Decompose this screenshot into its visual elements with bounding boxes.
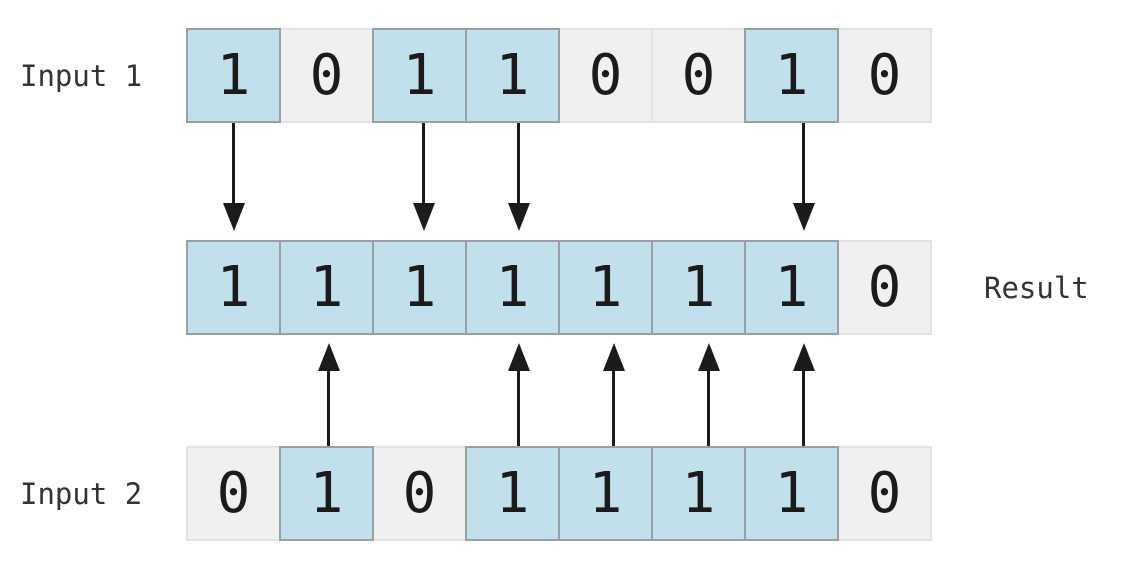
- arrowhead-up: [602, 343, 625, 371]
- arrow-shaft: [422, 123, 425, 203]
- bit-cell: 0: [651, 28, 746, 123]
- arrow-shaft: [232, 123, 235, 203]
- bit-cell: 1: [465, 446, 560, 541]
- up-arrow-icon: [507, 343, 530, 446]
- bit-cell: 1: [372, 240, 467, 335]
- arrowhead-up: [697, 343, 720, 371]
- arrow-shaft: [612, 371, 615, 446]
- up-arrow-icon: [317, 343, 340, 446]
- bit-cell: 0: [558, 28, 653, 123]
- arrowhead-down: [507, 203, 530, 231]
- bit-cell: 0: [837, 446, 932, 541]
- arrow-shaft: [327, 371, 330, 446]
- input1-label: Input 1: [20, 58, 143, 93]
- arrow-shaft: [517, 371, 520, 446]
- down-arrow-icon: [222, 123, 245, 231]
- bit-cell: 1: [651, 240, 746, 335]
- result-label: Result: [984, 270, 1089, 305]
- arrowhead-up: [507, 343, 530, 371]
- arrow-shaft: [707, 371, 710, 446]
- bit-cell: 0: [186, 446, 281, 541]
- bit-cell: 0: [837, 240, 932, 335]
- bit-cell: 1: [465, 240, 560, 335]
- up-arrow-icon: [792, 343, 815, 446]
- bit-cell: 1: [651, 446, 746, 541]
- bit-cell: 1: [279, 240, 374, 335]
- bit-cell: 1: [186, 28, 281, 123]
- bit-cell: 1: [465, 28, 560, 123]
- bit-cell: 1: [744, 240, 839, 335]
- arrowhead-up: [792, 343, 815, 371]
- bit-cell: 1: [558, 240, 653, 335]
- bit-cell: 1: [279, 446, 374, 541]
- down-arrow-icon: [507, 123, 530, 231]
- bit-cell: 1: [744, 28, 839, 123]
- down-arrow-icon: [792, 123, 815, 231]
- arrow-shaft: [802, 123, 805, 203]
- bit-cell: 0: [372, 446, 467, 541]
- bit-cell: 0: [837, 28, 932, 123]
- bit-cell: 1: [558, 446, 653, 541]
- bit-cell: 1: [744, 446, 839, 541]
- arrowhead-down: [412, 203, 435, 231]
- arrow-shaft: [517, 123, 520, 203]
- input2-label: Input 2: [20, 476, 143, 511]
- arrow-shaft: [802, 371, 805, 446]
- arrowhead-down: [792, 203, 815, 231]
- bit-cell: 1: [372, 28, 467, 123]
- arrowhead-down: [222, 203, 245, 231]
- up-arrow-icon: [602, 343, 625, 446]
- bit-cell: 0: [279, 28, 374, 123]
- arrowhead-up: [317, 343, 340, 371]
- up-arrow-icon: [697, 343, 720, 446]
- bit-cell: 1: [186, 240, 281, 335]
- down-arrow-icon: [412, 123, 435, 231]
